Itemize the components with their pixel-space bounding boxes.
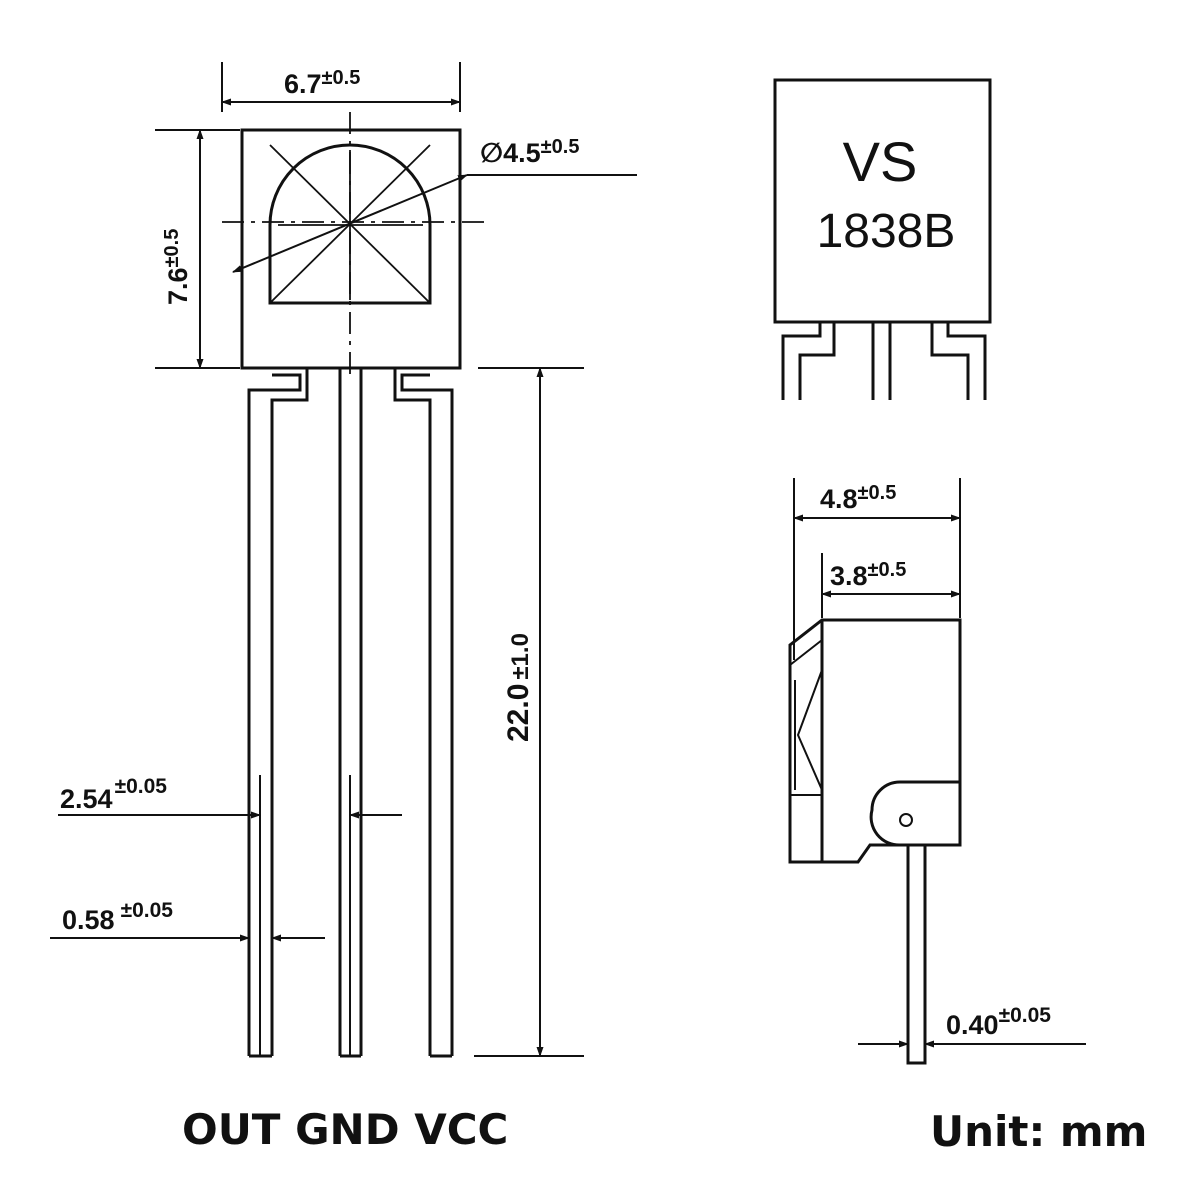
unit-note: Unit: mm (930, 1107, 1147, 1156)
front-body-outline (240, 128, 462, 370)
marked-lead-middle (871, 322, 892, 400)
marked-lead-right (930, 322, 987, 400)
body-width-label: 6.7±0.5 (284, 67, 360, 99)
lead-out (247, 368, 309, 1058)
lead-thickness-label: 0.40±0.05 (946, 1004, 1051, 1040)
side-mount-hole (899, 813, 913, 827)
side-dimensions (793, 478, 1086, 1048)
marking-line-2: 1838B (817, 205, 956, 258)
body-height-label: 7.6±0.5 (161, 229, 193, 305)
side-depth-label: 4.8±0.5 (820, 482, 896, 514)
center-lines (222, 112, 485, 380)
pin-labels: OUT GND VCC (182, 1105, 508, 1154)
front-dimensions (50, 62, 637, 1057)
lead-width-label: 0.58±0.05 (62, 899, 173, 935)
side-lens-bulge (789, 639, 823, 796)
side-lead-anchor (869, 780, 960, 847)
lead-length-label: 22.0±1.0 (502, 633, 535, 742)
side-body-depth-label: 3.8±0.5 (830, 559, 906, 591)
marked-lead-left (781, 322, 836, 400)
lead-vcc (393, 368, 454, 1058)
front-view (222, 112, 485, 1058)
side-body-outline (788, 618, 962, 864)
marked-face-view (773, 78, 992, 400)
lens-diameter-label: ∅4.5±0.5 (480, 136, 579, 168)
marked-body-outline (773, 78, 992, 324)
marking-line-1: VS (843, 130, 918, 193)
side-lead (906, 845, 927, 1065)
side-view (788, 618, 962, 1065)
pitch-label: 2.54±0.05 (60, 775, 167, 814)
